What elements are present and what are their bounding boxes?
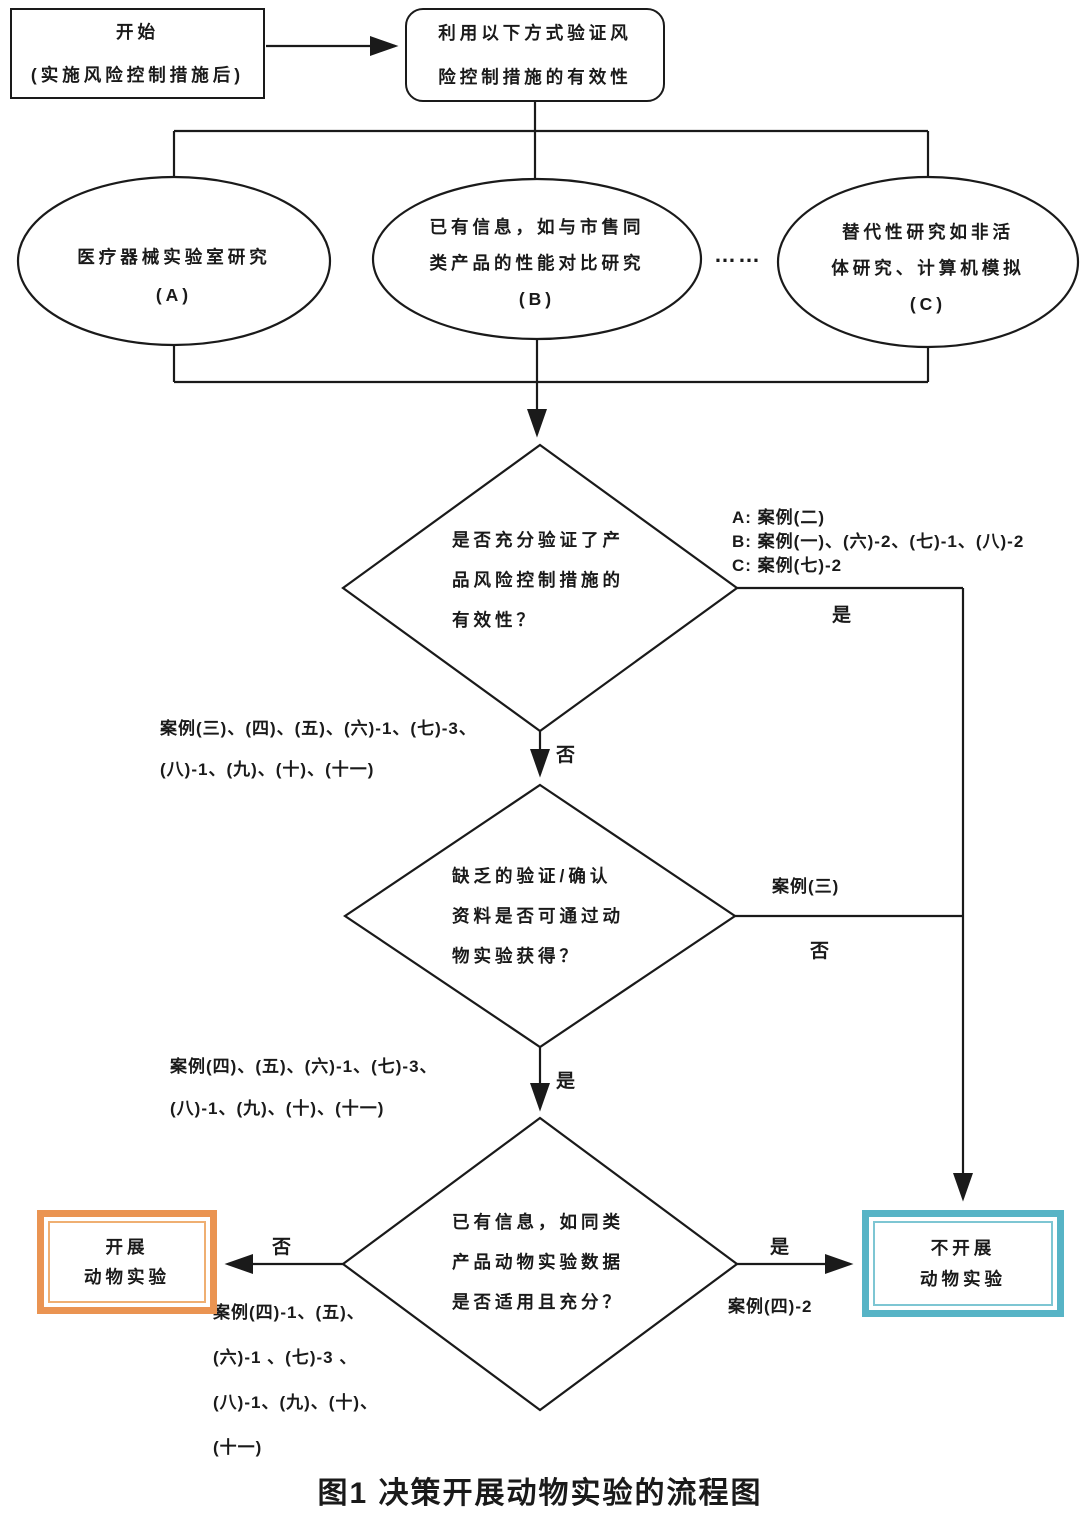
- decision3-no-cases-annotation: 案例(四)-1、(五)、 (六)-1 、(七)-3 、 (八)-1、(九)、(十…: [213, 1290, 378, 1470]
- decision3-no-cases-line2: (六)-1 、(七)-3 、: [213, 1348, 358, 1367]
- option-b-line2: 类产品的性能对比研究: [429, 253, 645, 273]
- decision-3-shape: [341, 1116, 739, 1412]
- decision-1-line3: 有效性？: [452, 610, 538, 630]
- start-node: 开始 (实施风险控制措施后): [10, 8, 265, 99]
- decision2-no-case-annotation: 案例(三): [772, 877, 840, 896]
- decision1-no-cases-line2: (八)-1、(九)、(十)、(十一): [160, 760, 375, 779]
- decision-2-line2: 资料是否可通过动: [452, 906, 624, 926]
- abc-cases-annotation: A: 案例(二) B: 案例(一)、(六)-2、(七)-1、(八)-2 C: 案…: [732, 506, 1024, 578]
- option-b-line3: (B): [518, 289, 556, 309]
- do-test-node: 开展 动物实验: [37, 1210, 217, 1314]
- no-test-inner: 不开展 动物实验: [873, 1221, 1053, 1306]
- figure-caption: 图1 决策开展动物实验的流程图: [317, 1477, 763, 1510]
- decision2-yes-cases-line1: 案例(四)、(五)、(六)-1、(七)-3、: [170, 1057, 438, 1076]
- do-test-inner: 开展 动物实验: [48, 1221, 206, 1303]
- decision3-no-label: 否: [272, 1237, 294, 1258]
- option-c-line1: 替代性研究如非活: [842, 222, 1014, 242]
- do-test-line2: 动物实验: [84, 1267, 170, 1287]
- decision-1-text: 是否充分验证了产 品风险控制措施的 有效性？: [452, 520, 624, 640]
- abc-cases-line3: C: 案例(七)-2: [732, 556, 843, 575]
- decision-2-shape: [343, 783, 737, 1049]
- option-b-text: 已有信息，如与市售同 类产品的性能对比研究 (B): [367, 209, 707, 317]
- decision3-no-cases-line1: 案例(四)-1、(五)、: [213, 1303, 365, 1322]
- decision1-no-cases-annotation: 案例(三)、(四)、(五)、(六)-1、(七)-3、 (八)-1、(九)、(十)…: [160, 708, 477, 790]
- option-c-line2: 体研究、计算机模拟: [831, 258, 1025, 278]
- decision2-no-label: 否: [810, 941, 832, 962]
- decision-2-line3: 物实验获得？: [452, 946, 581, 966]
- option-a-line1: 医疗器械实验室研究: [77, 247, 271, 267]
- option-b-line1: 已有信息，如与市售同: [429, 217, 645, 237]
- decision3-yes-label: 是: [770, 1237, 792, 1258]
- decision1-no-label: 否: [556, 745, 578, 766]
- decision-2-line1: 缺乏的验证/确认: [452, 866, 612, 886]
- no-test-node: 不开展 动物实验: [862, 1210, 1064, 1317]
- decision3-no-cases-line3: (八)-1、(九)、(十)、: [213, 1393, 379, 1412]
- option-b-ellipse: [371, 177, 703, 341]
- decision1-yes-label: 是: [832, 605, 854, 626]
- no-test-line2: 动物实验: [920, 1269, 1006, 1289]
- option-a-line2: (A): [155, 285, 193, 305]
- option-c-line3: (C): [909, 294, 947, 314]
- no-test-line1: 不开展: [930, 1238, 996, 1258]
- decision-3-line1: 已有信息，如同类: [452, 1212, 624, 1232]
- option-a-ellipse: [16, 175, 332, 347]
- decision-1-line1: 是否充分验证了产: [452, 530, 624, 550]
- decision-3-line3: 是否适用且充分？: [452, 1292, 624, 1312]
- decision-3-text: 已有信息，如同类 产品动物实验数据 是否适用且充分？: [452, 1202, 624, 1322]
- start-node-line2: (实施风险控制措施后): [30, 64, 245, 85]
- decision-1-line2: 品风险控制措施的: [452, 570, 624, 590]
- decision-2-text: 缺乏的验证/确认 资料是否可通过动 物实验获得？: [452, 856, 624, 976]
- decision3-yes-case-annotation: 案例(四)-2: [728, 1297, 813, 1316]
- abc-cases-line1: A: 案例(二): [732, 508, 825, 527]
- decision1-no-cases-line1: 案例(三)、(四)、(五)、(六)-1、(七)-3、: [160, 719, 477, 738]
- decision3-no-cases-line4: (十一): [213, 1438, 263, 1457]
- option-a-text: 医疗器械实验室研究 (A): [24, 238, 324, 314]
- verify-methods-node: 利用以下方式验证风 险控制措施的有效性: [405, 8, 665, 102]
- verify-methods-line1: 利用以下方式验证风: [438, 23, 632, 44]
- start-node-line1: 开始: [116, 22, 159, 43]
- decision2-yes-cases-annotation: 案例(四)、(五)、(六)-1、(七)-3、 (八)-1、(九)、(十)、(十一…: [170, 1046, 438, 1130]
- option-c-ellipse: [776, 175, 1080, 349]
- more-options-ellipsis: ……: [714, 242, 762, 267]
- decision2-yes-cases-line2: (八)-1、(九)、(十)、(十一): [170, 1099, 385, 1118]
- decision-1-shape: [341, 443, 739, 733]
- verify-methods-line2: 险控制措施的有效性: [438, 66, 632, 87]
- decision-3-line2: 产品动物实验数据: [452, 1252, 624, 1272]
- do-test-line1: 开展: [105, 1237, 149, 1257]
- option-c-text: 替代性研究如非活 体研究、计算机模拟 (C): [768, 214, 1080, 322]
- abc-cases-line2: B: 案例(一)、(六)-2、(七)-1、(八)-2: [732, 532, 1025, 551]
- decision2-yes-label: 是: [556, 1071, 578, 1092]
